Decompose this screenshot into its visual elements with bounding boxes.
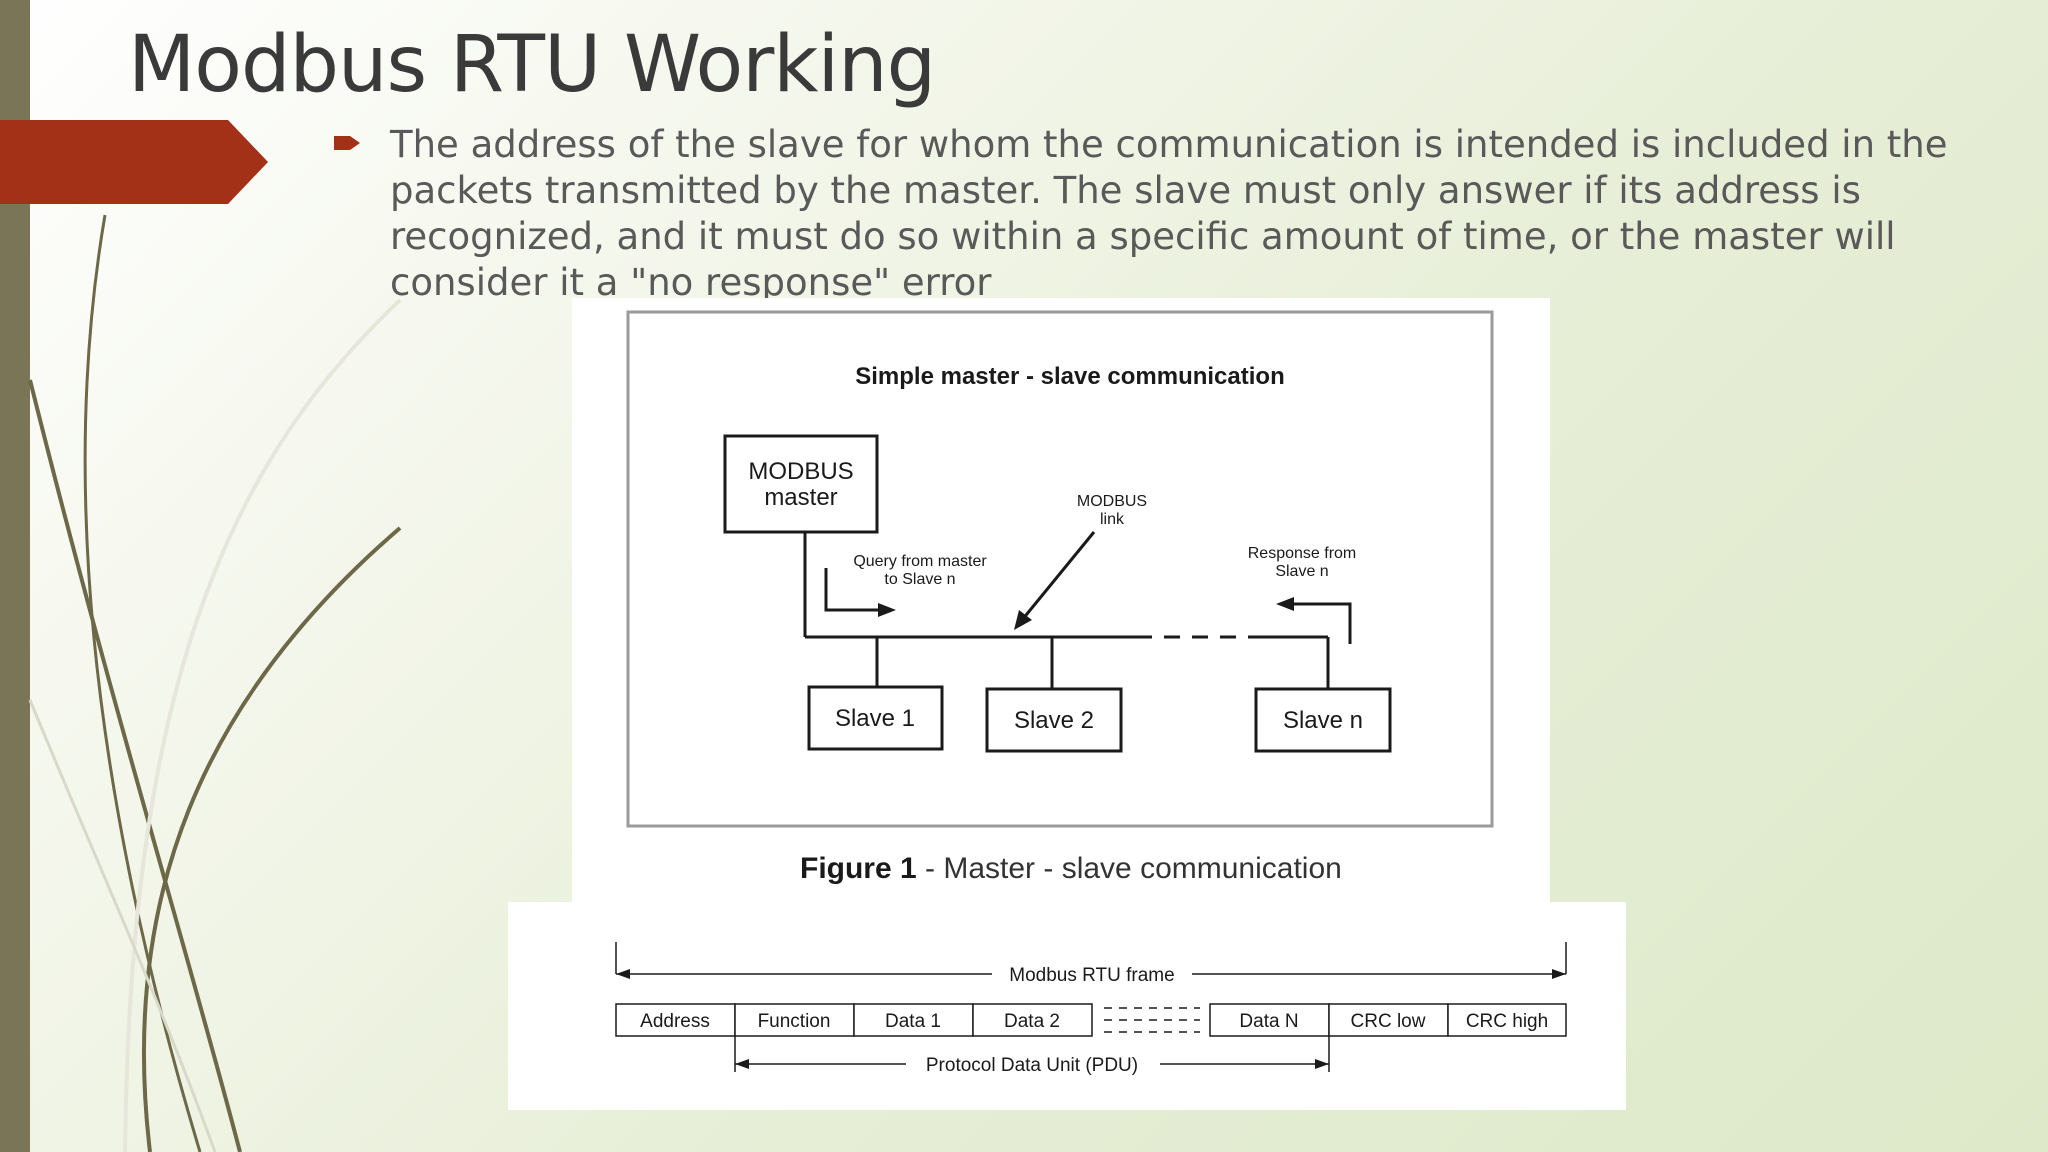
frame-fields <box>615 1003 1567 1037</box>
field-address: Address <box>640 1011 710 1032</box>
query-label-line1: Query from master <box>853 553 987 570</box>
slave-2-box <box>985 687 1123 753</box>
field-box <box>1209 1003 1330 1037</box>
caption-rest: - Master - slave communication <box>917 852 1342 885</box>
field-box <box>734 1003 855 1037</box>
slave-n-label: Slave n <box>1283 707 1363 734</box>
field-function: Function <box>758 1011 831 1032</box>
rtu-frame-figure: Modbus RTU frame Address Function Data 1… <box>508 902 1626 1110</box>
modbus-master-box <box>723 434 879 534</box>
link-arrow <box>1020 531 1096 621</box>
slave-1-box <box>807 685 944 751</box>
arrow-bullet-icon <box>334 136 360 150</box>
figure-caption: Figure 1 - Master - slave communication <box>800 852 1342 885</box>
field-box <box>972 1003 1093 1037</box>
field-data-1: Data 1 <box>885 1011 941 1032</box>
slave-2-label: Slave 2 <box>1014 707 1094 734</box>
field-box <box>1447 1003 1567 1037</box>
bullet-text: The address of the slave for whom the co… <box>390 123 1948 298</box>
frame-label: Modbus RTU frame <box>1009 965 1174 986</box>
field-crc-high: CRC high <box>1466 1011 1548 1032</box>
diagram-heading: Simple master - slave communication <box>855 363 1284 390</box>
link-label-line2: link <box>1100 511 1125 528</box>
caption-bold: Figure 1 <box>800 852 917 885</box>
slide-title: Modbus RTU Working <box>128 20 936 110</box>
response-label-line1: Response from <box>1248 545 1357 562</box>
decorative-swooshes <box>28 214 402 1152</box>
bullet-item: The address of the slave for whom the co… <box>334 122 1954 298</box>
master-slave-figure: Simple master - slave communication MODB… <box>572 298 1550 902</box>
link-label-line1: MODBUS <box>1077 493 1147 510</box>
pdu-label: Protocol Data Unit (PDU) <box>926 1055 1138 1076</box>
field-data-n: Data N <box>1239 1011 1298 1032</box>
master-label-line2: master <box>764 484 837 511</box>
field-data-2: Data 2 <box>1004 1011 1060 1032</box>
slave-n-box <box>1254 687 1392 753</box>
field-crc-low: CRC low <box>1351 1011 1426 1032</box>
slave-1-label: Slave 1 <box>835 705 915 732</box>
master-label-line1: MODBUS <box>748 458 853 485</box>
query-label-line2: to Slave n <box>884 571 955 588</box>
accent-arrow-tab <box>0 120 268 204</box>
response-label-line2: Slave n <box>1275 563 1328 580</box>
response-arrow <box>1290 602 1352 644</box>
query-arrow <box>824 568 884 612</box>
